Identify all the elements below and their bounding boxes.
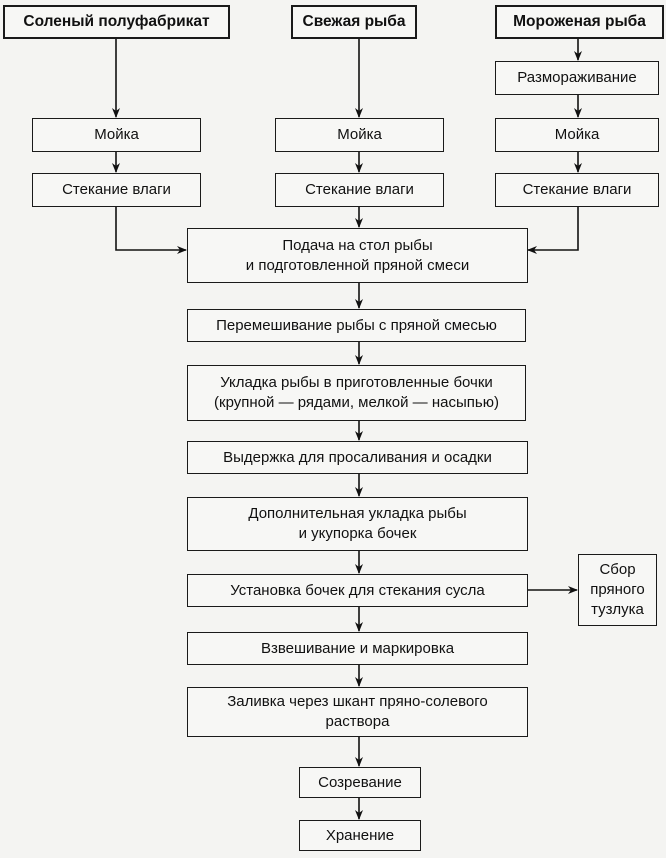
step-maturing: Созревание bbox=[299, 767, 421, 798]
middle-draining-label: Стекание влаги bbox=[305, 181, 414, 198]
step-filling-label: Заливка через шкант пряно-солевого раств… bbox=[227, 693, 488, 730]
arrow-left-drain-to-feed bbox=[115, 206, 187, 254]
step-packing-into-barrels: Укладка рыбы в приготовленные бочки (кру… bbox=[187, 365, 526, 421]
step-weighing-marking: Взвешивание и маркировка bbox=[187, 632, 528, 665]
step-feed-to-table-label: Подача на стол рыбы и подготовленной пря… bbox=[245, 236, 470, 274]
right-draining-label: Стекание влаги bbox=[522, 181, 632, 198]
source-fresh-fish: Свежая рыба bbox=[291, 5, 417, 39]
left-draining: Стекание влаги bbox=[32, 173, 201, 207]
right-thawing: Размораживание bbox=[495, 61, 659, 95]
step-holding-label: Выдержка для просаливания и осадки bbox=[223, 448, 492, 466]
step-mixing-label: Перемешивание рыбы с пряной смесью bbox=[216, 316, 497, 334]
step-holding: Выдержка для просаливания и осадки bbox=[187, 441, 528, 474]
step-storage: Хранение bbox=[299, 820, 421, 851]
left-washing: Мойка bbox=[32, 118, 201, 152]
arrow-right-drain-to-feed bbox=[527, 206, 579, 254]
right-thawing-label: Размораживание bbox=[517, 69, 637, 86]
right-washing: Мойка bbox=[495, 118, 659, 152]
source-salted-semi-product: Соленый полуфабрикат bbox=[3, 5, 230, 39]
source-salted-label: Соленый полуфабрикат bbox=[23, 13, 210, 30]
right-draining: Стекание влаги bbox=[495, 173, 659, 207]
middle-draining: Стекание влаги bbox=[275, 173, 444, 207]
source-frozen-fish: Мороженая рыба bbox=[495, 5, 664, 39]
middle-washing-label: Мойка bbox=[337, 126, 382, 143]
middle-washing: Мойка bbox=[275, 118, 444, 152]
step-packing-label: Укладка рыбы в приготовленные бочки (кру… bbox=[214, 374, 499, 411]
step-storage-label: Хранение bbox=[325, 826, 395, 844]
left-washing-label: Мойка bbox=[94, 126, 139, 143]
step-barrel-draining: Установка бочек для стекания сусла bbox=[187, 574, 528, 607]
right-washing-label: Мойка bbox=[554, 126, 600, 143]
side-brine-collection: Сбор пряного тузлука bbox=[578, 554, 657, 626]
step-filling-brine: Заливка через шкант пряно-солевого раств… bbox=[187, 687, 528, 737]
side-brine-collection-label: Сбор пряного тузлука bbox=[590, 561, 645, 618]
source-fresh-label: Свежая рыба bbox=[302, 13, 406, 30]
step-maturing-label: Созревание bbox=[318, 773, 402, 791]
step-barrel-draining-label: Установка бочек для стекания сусла bbox=[230, 581, 485, 599]
step-mixing: Перемешивание рыбы с пряной смесью bbox=[187, 309, 526, 342]
step-additional-packing: Дополнительная укладка рыбы и укупорка б… bbox=[187, 497, 528, 551]
step-additional-packing-label: Дополнительная укладка рыбы и укупорка б… bbox=[248, 505, 467, 542]
step-feed-to-table: Подача на стол рыбы и подготовленной пря… bbox=[187, 228, 528, 283]
step-weighing-label: Взвешивание и маркировка bbox=[260, 639, 455, 657]
left-draining-label: Стекание влаги bbox=[62, 181, 171, 198]
source-frozen-label: Мороженая рыба bbox=[513, 13, 646, 30]
